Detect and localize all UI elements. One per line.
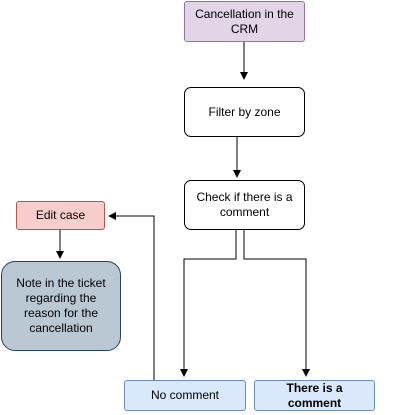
node-cancellation-crm[interactable]: Cancellation in the CRM — [184, 1, 305, 42]
edge-check-to-no-comment — [180, 230, 237, 377]
node-check-comment-label: Check if there is a comment — [196, 190, 293, 219]
node-has-comment-label: There is a comment — [286, 380, 343, 410]
node-note-ticket[interactable]: Note in the ticket regarding the reason … — [1, 261, 121, 351]
node-filter-zone-label: Filter by zone — [208, 104, 281, 119]
edge-check-to-has-comment — [243, 230, 310, 377]
node-check-comment[interactable]: Check if there is a comment — [184, 180, 305, 230]
edge-no-comment-to-edit-case — [108, 212, 155, 380]
node-no-comment[interactable]: No comment — [124, 380, 246, 411]
node-has-comment[interactable]: There is a comment — [254, 380, 375, 411]
node-note-ticket-label: Note in the ticket regarding the reason … — [16, 276, 106, 335]
node-edit-case[interactable]: Edit case — [16, 201, 105, 230]
node-edit-case-label: Edit case — [35, 208, 86, 222]
node-filter-zone[interactable]: Filter by zone — [184, 87, 305, 137]
node-no-comment-label: No comment — [150, 388, 220, 402]
node-cancellation-crm-label: Cancellation in the CRM — [195, 6, 294, 36]
